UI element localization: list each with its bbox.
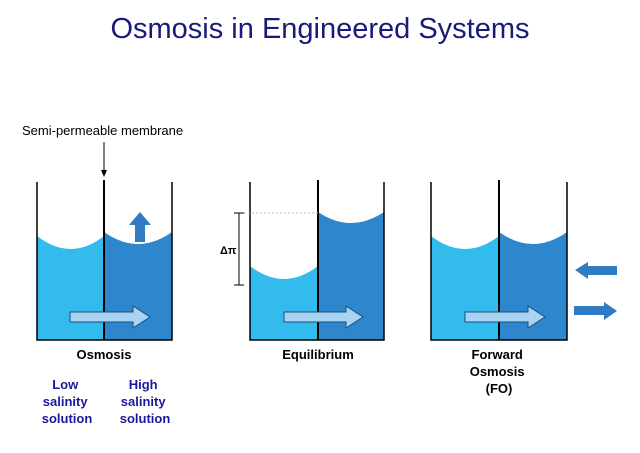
high-salinity-water [318, 212, 384, 340]
level-rise-arrow-icon [129, 212, 151, 242]
outflow-arrow-icon [574, 302, 617, 320]
osmosis-tank [36, 180, 173, 341]
low-salinity-water [250, 266, 318, 340]
low-salinity-water [37, 236, 104, 340]
low-salinity-label: Low salinity solution [42, 377, 93, 426]
forward-osmosis-tank [430, 180, 617, 341]
membrane-label: Semi-permeable membrane [22, 123, 183, 138]
high-salinity-label: High salinity solution [120, 377, 171, 426]
flow-arrow-icon [464, 305, 546, 329]
flow-arrow-icon [283, 305, 364, 329]
panel-label-forward-osmosis: Forward Osmosis (FO) [470, 347, 529, 396]
panel-label-osmosis: Osmosis [77, 347, 132, 362]
membrane-pointer-arrowhead [101, 170, 107, 177]
inflow-arrow-icon [575, 262, 617, 279]
equilibrium-tank: Δπ [220, 180, 385, 341]
flow-arrow-icon [69, 305, 151, 329]
low-salinity-water [431, 236, 499, 340]
delta-pi-label: Δπ [220, 245, 237, 257]
page-title: Osmosis in Engineered Systems [110, 13, 530, 45]
panel-label-equilibrium: Equilibrium [282, 347, 354, 362]
